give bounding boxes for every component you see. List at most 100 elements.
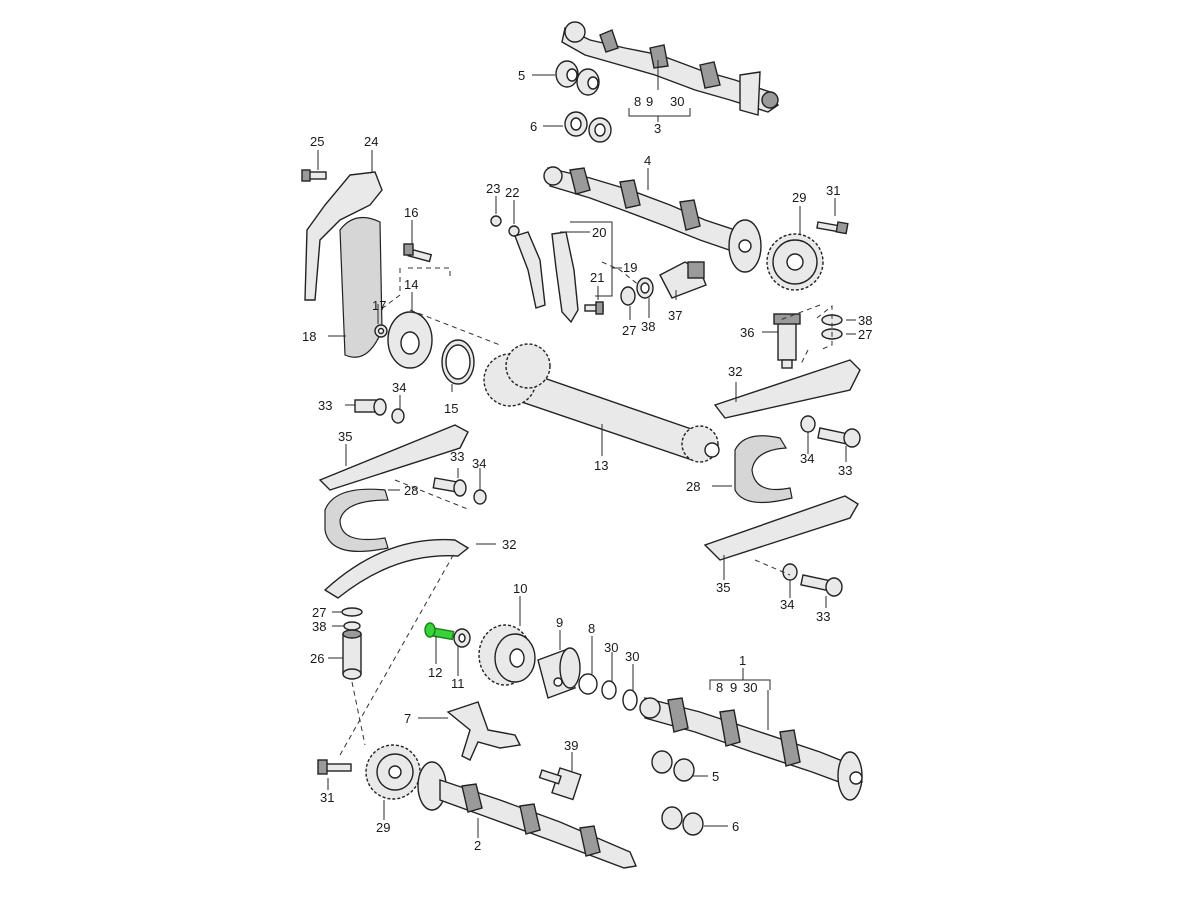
seal-34-right-lower[interactable] bbox=[782, 563, 798, 581]
bolt-16[interactable] bbox=[403, 243, 433, 263]
bolt-25[interactable] bbox=[301, 169, 327, 182]
seal-30-a[interactable] bbox=[601, 680, 617, 700]
bolt-12[interactable] bbox=[424, 622, 455, 641]
bearing-shell-5-top[interactable] bbox=[555, 60, 600, 96]
leader-lines bbox=[317, 60, 856, 838]
guide-rail-32-left[interactable] bbox=[323, 538, 470, 599]
bracket-7[interactable] bbox=[446, 701, 522, 761]
callout-33: 33 bbox=[450, 449, 464, 464]
screw-21[interactable] bbox=[584, 301, 604, 315]
pin-33-right-upper[interactable] bbox=[817, 427, 861, 448]
guide-rail-32-right[interactable] bbox=[713, 359, 861, 419]
sprocket-29-bottom[interactable] bbox=[365, 744, 421, 800]
callout-25: 25 bbox=[310, 134, 324, 149]
callout-10: 10 bbox=[513, 581, 527, 596]
callout-27: 27 bbox=[622, 323, 636, 338]
washer-23[interactable] bbox=[490, 215, 502, 227]
callout-19: 19 bbox=[623, 260, 637, 275]
callout-34: 34 bbox=[780, 597, 794, 612]
callout-20: 20 bbox=[592, 225, 606, 240]
callout-21: 21 bbox=[590, 270, 604, 285]
seal-ring-15[interactable] bbox=[441, 339, 475, 385]
callout-6: 6 bbox=[732, 819, 739, 834]
seal-27-left[interactable] bbox=[341, 607, 363, 617]
callout-14: 14 bbox=[404, 277, 418, 292]
callout-36: 36 bbox=[740, 325, 754, 340]
callout-7: 7 bbox=[404, 711, 411, 726]
callout-17: 17 bbox=[372, 298, 386, 313]
callout-33: 33 bbox=[318, 398, 332, 413]
pin-33-left-upper[interactable] bbox=[354, 398, 387, 416]
dashed-assembly-lines bbox=[339, 261, 833, 756]
tensioner-26[interactable] bbox=[342, 629, 362, 680]
callout-27: 27 bbox=[858, 327, 872, 342]
seal-38-left[interactable] bbox=[343, 621, 361, 631]
callout-28: 28 bbox=[404, 483, 418, 498]
seal-34-left-upper[interactable] bbox=[391, 408, 405, 424]
callout-28: 28 bbox=[686, 479, 700, 494]
intermediate-shaft-13[interactable] bbox=[483, 343, 720, 463]
camshaft-1[interactable] bbox=[639, 697, 863, 801]
timing-chain-28-right[interactable] bbox=[734, 435, 793, 504]
callout-15: 15 bbox=[444, 401, 458, 416]
callout-2: 2 bbox=[474, 838, 481, 853]
callout-6: 6 bbox=[530, 119, 537, 134]
bolt-31-top[interactable] bbox=[816, 221, 849, 235]
callout-34: 34 bbox=[392, 380, 406, 395]
sprocket-10[interactable] bbox=[478, 624, 536, 686]
callout-8: 8 bbox=[588, 621, 595, 636]
callout-4: 4 bbox=[644, 153, 651, 168]
callout-30: 30 bbox=[625, 649, 639, 664]
timing-chain-18[interactable] bbox=[339, 216, 383, 358]
camshaft-2[interactable] bbox=[417, 761, 637, 869]
callout-5: 5 bbox=[712, 769, 719, 784]
bearing-shell-5-lower[interactable] bbox=[651, 750, 695, 782]
washer-17[interactable] bbox=[374, 324, 388, 338]
tensioner-37[interactable] bbox=[659, 261, 707, 299]
bearing-housing-14[interactable] bbox=[387, 311, 433, 369]
seal-30-b[interactable] bbox=[622, 689, 638, 711]
chain-tensioner-36[interactable] bbox=[773, 313, 801, 369]
seal-27-upper[interactable] bbox=[620, 286, 636, 306]
seal-8[interactable] bbox=[578, 673, 598, 695]
seal-34-left-middle[interactable] bbox=[473, 489, 487, 505]
camshaft-3[interactable] bbox=[561, 21, 779, 116]
callout-13: 13 bbox=[594, 458, 608, 473]
callout-9: 9 bbox=[730, 680, 737, 695]
callout-27: 27 bbox=[312, 605, 326, 620]
bolt-31-bottom[interactable] bbox=[317, 759, 352, 775]
seal-38-upper[interactable] bbox=[636, 277, 654, 299]
callout-31: 31 bbox=[826, 183, 840, 198]
pin-39[interactable] bbox=[538, 767, 582, 801]
callout-33: 33 bbox=[838, 463, 852, 478]
chain-guide-24[interactable] bbox=[304, 171, 383, 301]
timing-chain-28-left[interactable] bbox=[324, 488, 389, 553]
camshaft-4[interactable] bbox=[543, 166, 762, 273]
callout-33: 33 bbox=[816, 609, 830, 624]
callout-31: 31 bbox=[320, 790, 334, 805]
seal-34-right-upper[interactable] bbox=[800, 415, 816, 433]
tensioner-rail-19-20[interactable] bbox=[514, 231, 579, 324]
bearing-shell-6-lower[interactable] bbox=[661, 806, 704, 836]
washer-22[interactable] bbox=[508, 225, 520, 237]
callout-30: 30 bbox=[670, 94, 684, 109]
guide-rail-35-left[interactable] bbox=[318, 424, 469, 491]
callout-37: 37 bbox=[668, 308, 682, 323]
pin-33-left-middle[interactable] bbox=[432, 477, 467, 497]
callout-16: 16 bbox=[404, 205, 418, 220]
callout-9: 9 bbox=[556, 615, 563, 630]
bearing-shell-6-top[interactable] bbox=[564, 111, 612, 143]
washer-11[interactable] bbox=[453, 628, 471, 648]
callout-22: 22 bbox=[505, 185, 519, 200]
pin-33-right-lower[interactable] bbox=[800, 574, 843, 597]
sprocket-29-top[interactable] bbox=[766, 233, 824, 291]
callout-34: 34 bbox=[472, 456, 486, 471]
guide-rail-35-right[interactable] bbox=[703, 495, 859, 561]
callout-11: 11 bbox=[451, 676, 465, 691]
callout-35: 35 bbox=[716, 580, 730, 595]
callout-12: 12 bbox=[428, 665, 442, 680]
callout-38: 38 bbox=[858, 313, 872, 328]
callout-8: 8 bbox=[716, 680, 723, 695]
adjuster-9[interactable] bbox=[537, 647, 581, 699]
